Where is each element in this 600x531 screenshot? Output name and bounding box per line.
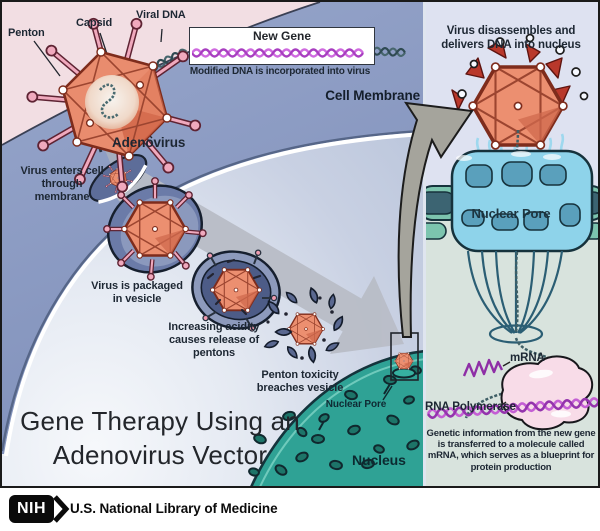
extracellular-space: [2, 2, 320, 145]
dna-helix-tail: [372, 46, 406, 58]
diagram-title: Gene Therapy Using an Adenovirus Vector: [20, 406, 300, 470]
label-nucleus: Nucleus: [352, 452, 406, 468]
nih-logo: NIH: [9, 495, 54, 523]
label-virus-disassembles: Virus disassembles and delivers DNA into…: [441, 25, 581, 51]
packaged-viral-dna: [98, 83, 119, 119]
new-gene-label: New Gene: [252, 29, 312, 43]
label-rna-polymerase: RNA Polymerase: [425, 401, 516, 413]
virus-breaching-vesicle: [263, 286, 346, 364]
mrna-strand: [462, 358, 511, 378]
label-penton-toxicity: Penton toxicity breaches vesicle: [256, 369, 344, 394]
rna-polymerase-blob: [500, 355, 594, 431]
magnifier-box: [390, 332, 419, 381]
nih-chevron-icon: [53, 495, 70, 523]
disassembling-virus: [451, 33, 589, 151]
new-gene-helix: [192, 48, 365, 58]
released-pentons: [457, 33, 589, 101]
label-viral-dna: Viral DNA: [136, 9, 186, 21]
label-nuclear-pore-right: Nuclear Pore: [471, 206, 551, 221]
label-genetic-info: Genetic information from the new gene is…: [426, 428, 596, 473]
adenovirus-illustration: [26, 17, 202, 193]
nuclear-pore-complex: [450, 149, 594, 253]
label-mrna: mRNA: [510, 352, 545, 364]
label-acidity: Increasing acidity causes release of pen…: [168, 321, 260, 359]
cell-entry-panel: New Gene: [2, 2, 423, 486]
footer-org-name: U.S. National Library of Medicine: [70, 501, 278, 516]
new-gene-box: New Gene: [189, 27, 375, 65]
nucleus-detail-illustration: [426, 2, 598, 486]
nucleus-shape: [248, 350, 423, 486]
nuclear-pores: [248, 365, 422, 477]
label-cell-membrane: Cell Membrane: [325, 88, 420, 103]
label-penton: Penton: [8, 27, 45, 39]
transcribing-dna-helix: [426, 397, 598, 419]
label-nuclear-pore-left: Nuclear Pore: [325, 399, 387, 410]
diagram-area: New Gene: [0, 0, 600, 488]
acidified-vesicle: [191, 248, 281, 333]
label-capsid: Capsid: [76, 17, 113, 29]
vesicle-with-virus: [93, 169, 217, 288]
cell-entry-illustration: [2, 2, 423, 486]
label-virus-packaged: Virus is packaged in vesicle: [91, 280, 183, 305]
label-modified-dna: Modified DNA is incorporated into virus: [189, 66, 371, 77]
footer-bar: NIH U.S. National Library of Medicine: [0, 488, 600, 531]
label-virus-enters: Virus enters cell through membrane: [20, 165, 104, 203]
capsid-cutaway: [85, 75, 139, 129]
label-adenovirus: Adenovirus: [112, 135, 186, 150]
pore-basket: [466, 250, 564, 344]
